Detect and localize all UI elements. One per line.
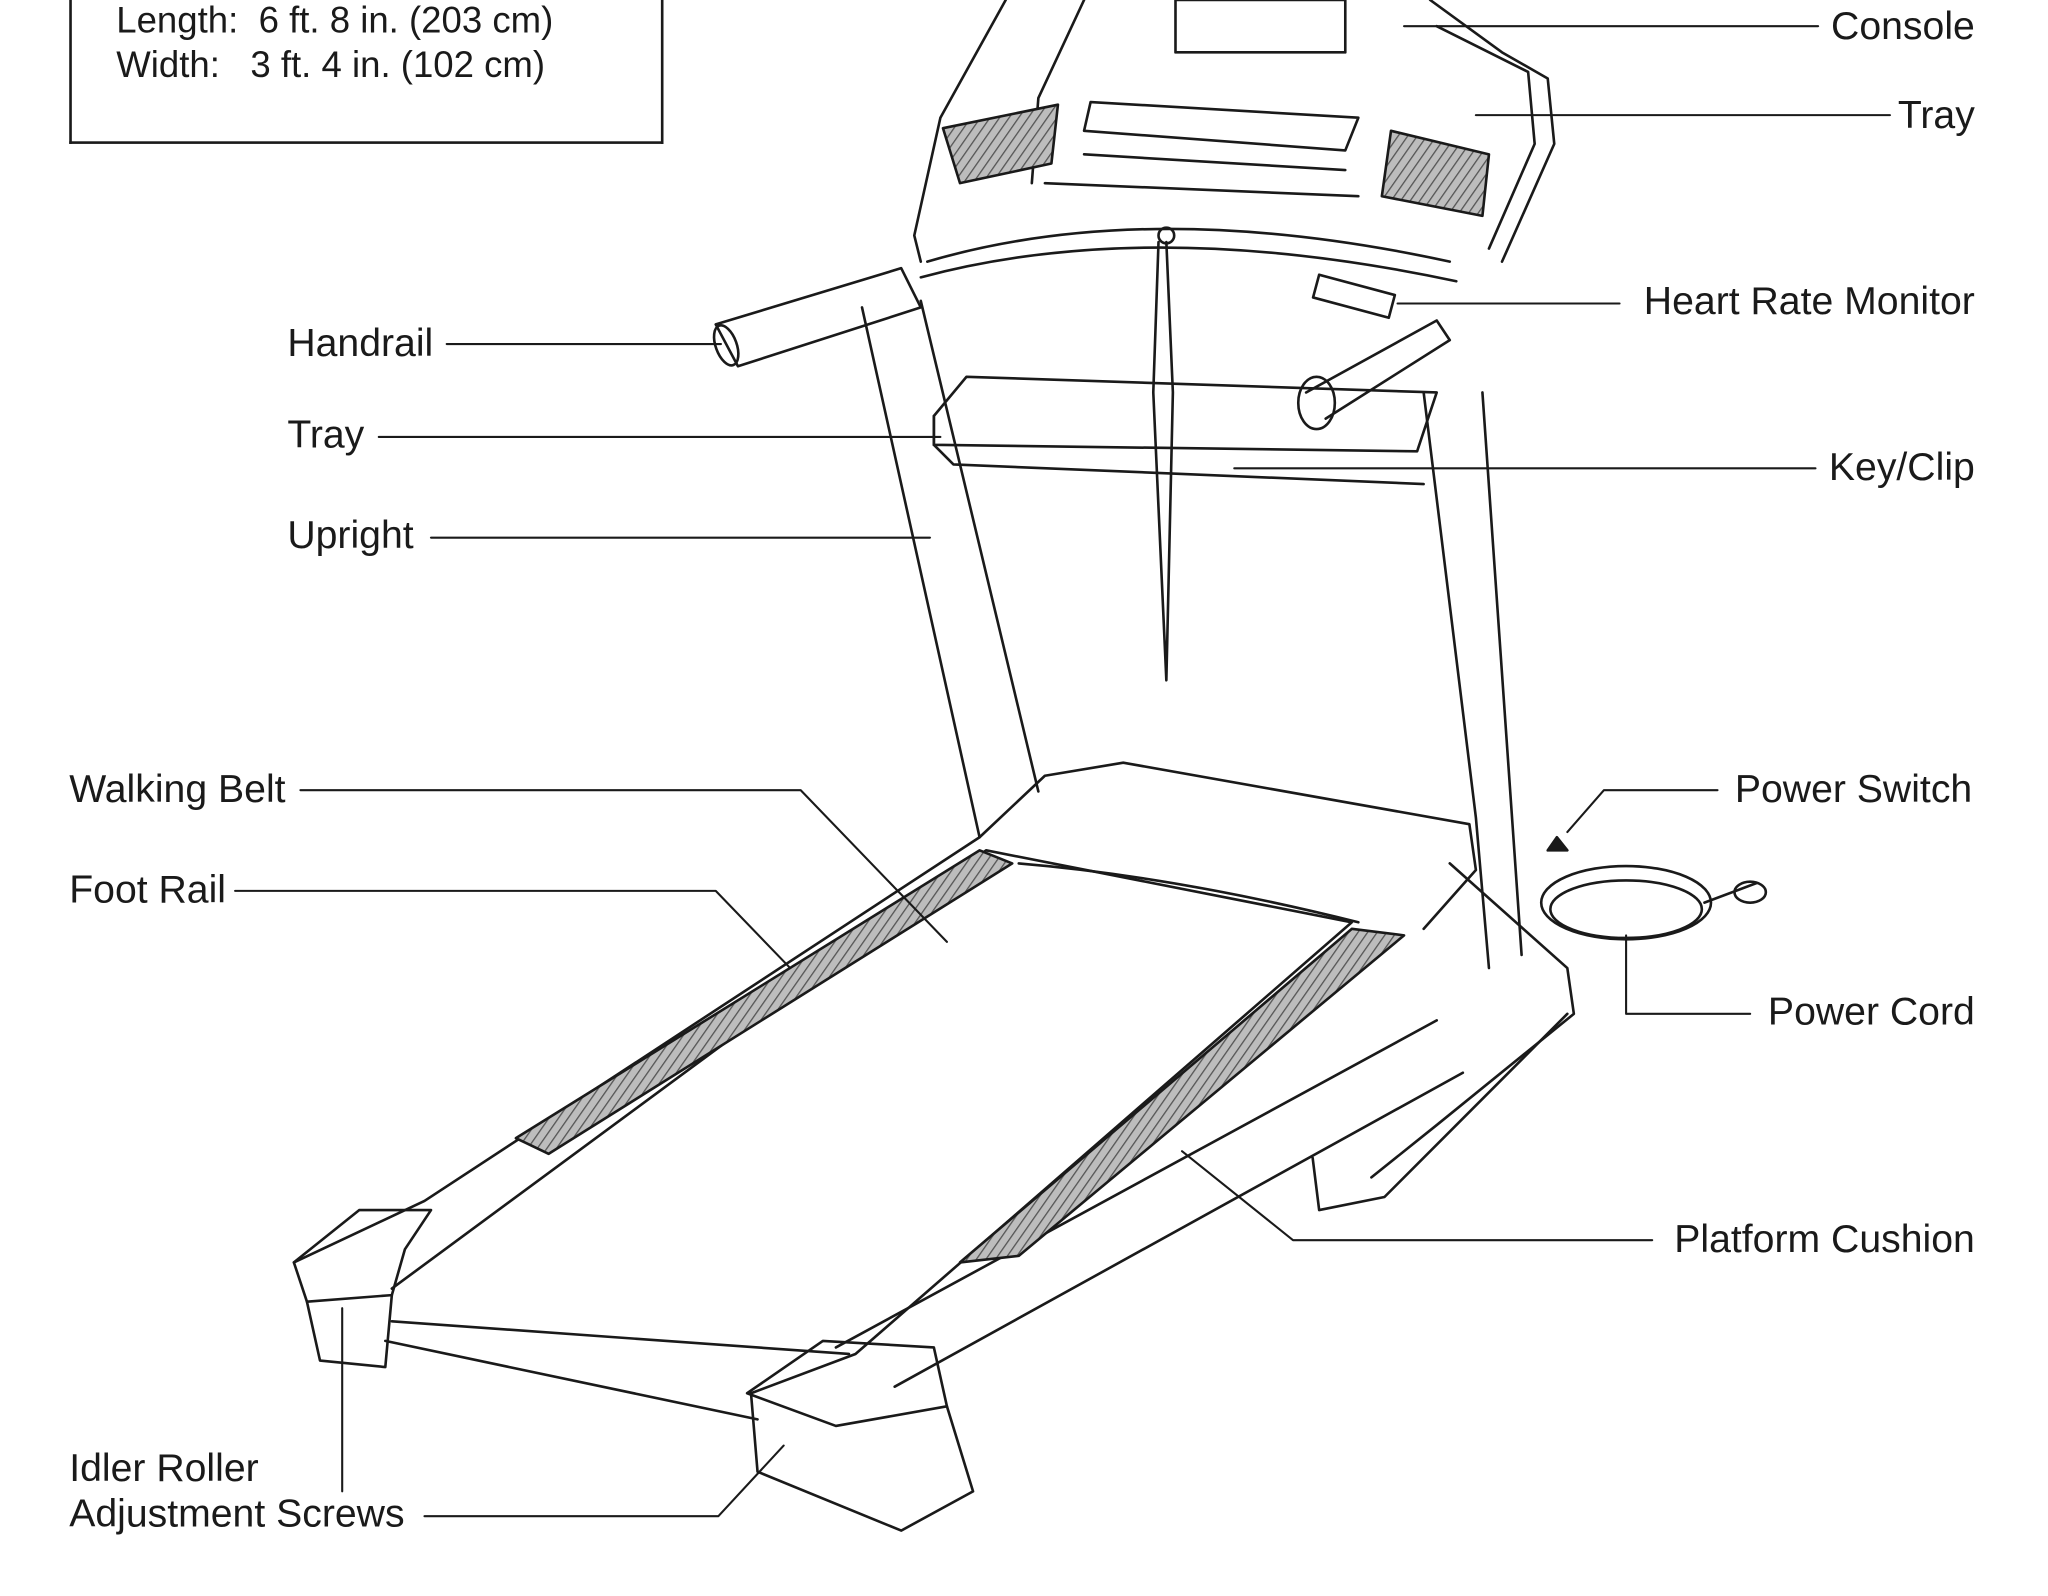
dimension-width: Width: 3 ft. 4 in. (102 cm)	[116, 44, 546, 86]
label-key-clip: Key/Clip	[1828, 446, 1975, 490]
label-power-switch: Power Switch	[1734, 767, 1973, 812]
dimension-length: Length: 6 ft. 8 in. (203 cm)	[116, 0, 554, 41]
leader-power-cord	[1625, 934, 1752, 1015]
label-tray-left: Tray	[287, 413, 365, 457]
label-idler-roller-line1: Idler Roller	[69, 1446, 259, 1491]
label-platform-cushion: Platform Cushion	[1674, 1217, 1975, 1262]
leader-idler-roller	[341, 1307, 785, 1518]
dimensions-box: Length: 6 ft. 8 in. (203 cm) Width: 3 ft…	[69, 0, 664, 144]
label-heart-rate-monitor: Heart Rate Monitor	[1643, 279, 1975, 324]
label-power-cord: Power Cord	[1767, 990, 1975, 1034]
leader-foot-rail	[234, 889, 792, 970]
label-upright: Upright	[287, 514, 414, 558]
label-foot-rail: Foot Rail	[69, 868, 227, 912]
label-tray-right: Tray	[1897, 94, 1975, 138]
uprights	[860, 299, 1523, 970]
speaker-grilles	[941, 103, 1491, 218]
console-frame	[912, 0, 1556, 283]
key-clip-cord	[1151, 226, 1176, 682]
label-handrail: Handrail	[287, 321, 434, 365]
label-console: Console	[1831, 5, 1975, 49]
power-cord	[1539, 835, 1768, 941]
end-caps	[292, 1208, 975, 1532]
leader-platform-cushion	[1180, 1150, 1654, 1242]
leader-power-switch	[1566, 789, 1719, 834]
handrails	[712, 266, 1452, 431]
label-idler-roller-line2: Adjustment Screws	[69, 1492, 405, 1536]
deck	[292, 761, 1576, 1421]
foot-rails	[514, 849, 1406, 1264]
leader-lines	[234, 25, 1891, 1518]
label-walking-belt: Walking Belt	[69, 767, 286, 812]
leader-walking-belt	[299, 789, 948, 943]
